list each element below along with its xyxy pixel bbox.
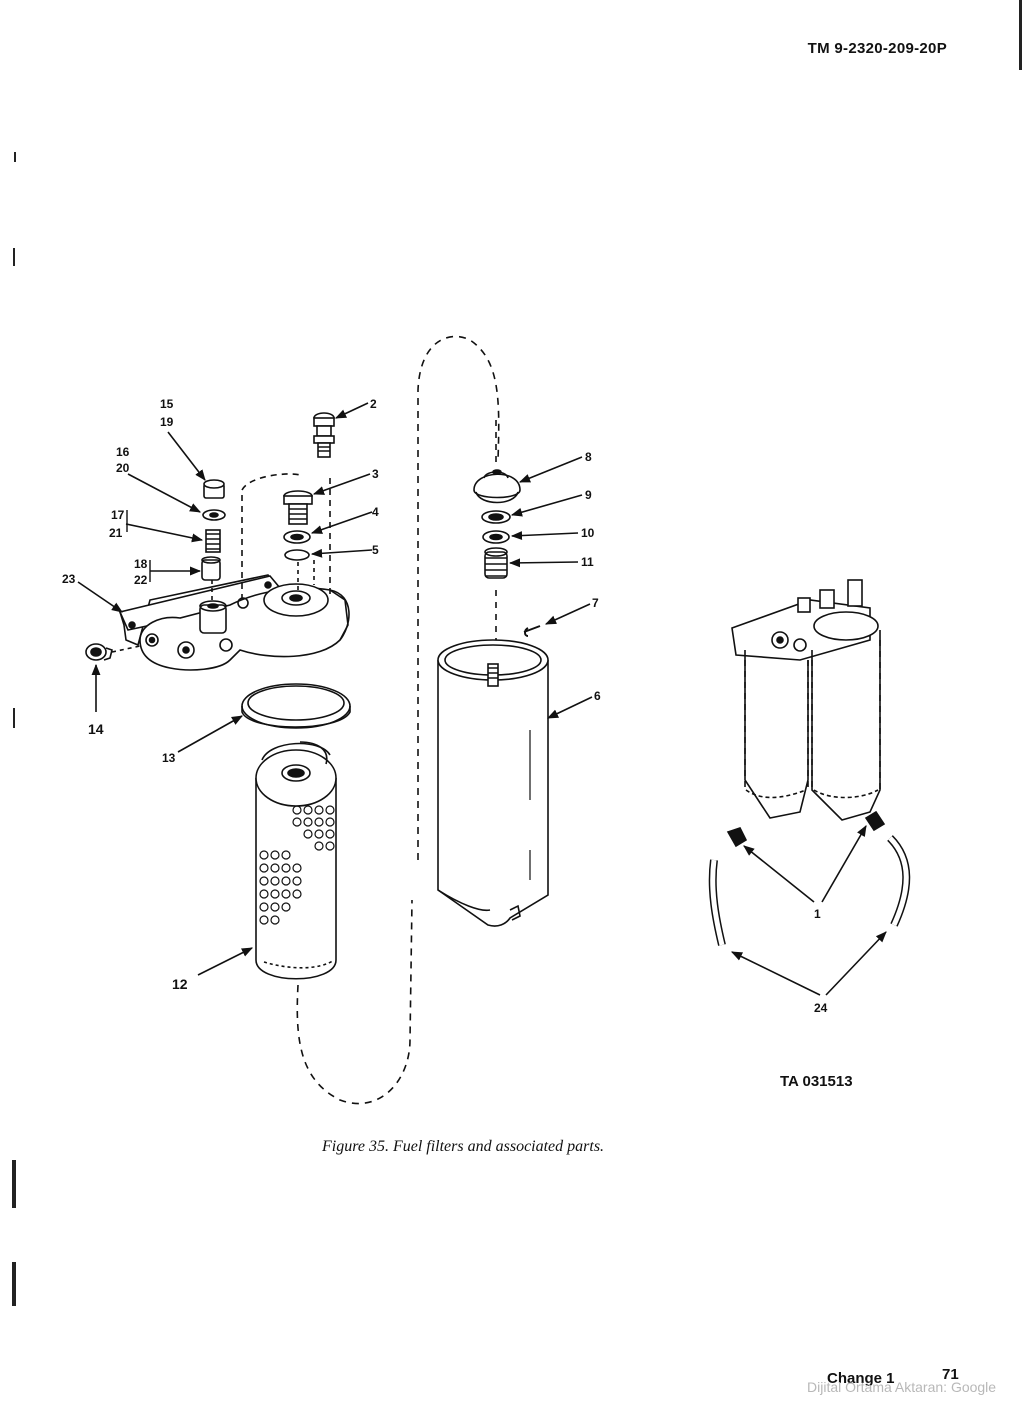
margin-mark [1019,0,1022,70]
pin-7 [523,625,541,637]
callout-15-19-a: 15 [160,397,174,411]
bolt-3 [283,490,313,525]
callout-9: 9 [585,488,592,502]
callout-12: 12 [172,976,188,992]
margin-mark [12,1262,16,1306]
callout-24: 24 [814,1001,828,1015]
watermark: Dijital Ortama Aktaran: Google [807,1379,997,1395]
fitting-2 [313,412,335,458]
callout-17-21-a: 17 [111,508,125,522]
washer-9 [481,510,511,524]
callout-16-20-a: 16 [116,445,130,459]
margin-mark [13,248,15,266]
gasket-13 [241,683,351,729]
callout-10: 10 [581,526,595,540]
callout-18-22-a: 18 [134,557,148,571]
callout-23: 23 [62,572,76,586]
callout-18-22-b: 22 [134,573,148,587]
callout-14: 14 [88,721,104,737]
callout-3: 3 [372,467,379,481]
callout-2: 2 [370,397,377,411]
plug-14 [85,643,141,661]
margin-mark [14,152,16,162]
change-label: Change 1 [827,1370,895,1387]
illustration-code: TA 031513 [780,1073,853,1090]
callout-6: 6 [594,689,601,703]
cap-8 [473,469,521,504]
spring-11 [484,547,508,579]
figure-caption: Figure 35. Fuel filters and associated p… [322,1138,605,1155]
filter-head-23 [118,574,350,671]
callout-7: 7 [592,596,599,610]
callout-4: 4 [372,505,379,519]
callout-8: 8 [585,450,592,464]
callout-15-19-b: 19 [160,415,174,429]
margin-mark [12,1160,16,1208]
margin-mark [13,708,15,728]
callout-5: 5 [372,543,379,557]
callout-16-20-b: 20 [116,461,130,475]
callout-17-21-b: 21 [109,526,123,540]
callout-1: 1 [814,907,821,921]
page-number: 71 [942,1366,959,1383]
o-ring-5 [284,549,310,561]
callout-11: 11 [581,555,594,569]
filter-element-12 [255,741,337,980]
washer-4 [283,530,311,544]
bowl-6 [437,639,549,927]
document-id: TM 9-2320-209-20P [807,40,947,57]
assembly-dashed-loop [296,335,500,1105]
fitting-stack-left [201,479,226,604]
assembled-filter-view [708,579,911,946]
callout-13: 13 [162,751,176,765]
washer-10 [482,530,510,544]
